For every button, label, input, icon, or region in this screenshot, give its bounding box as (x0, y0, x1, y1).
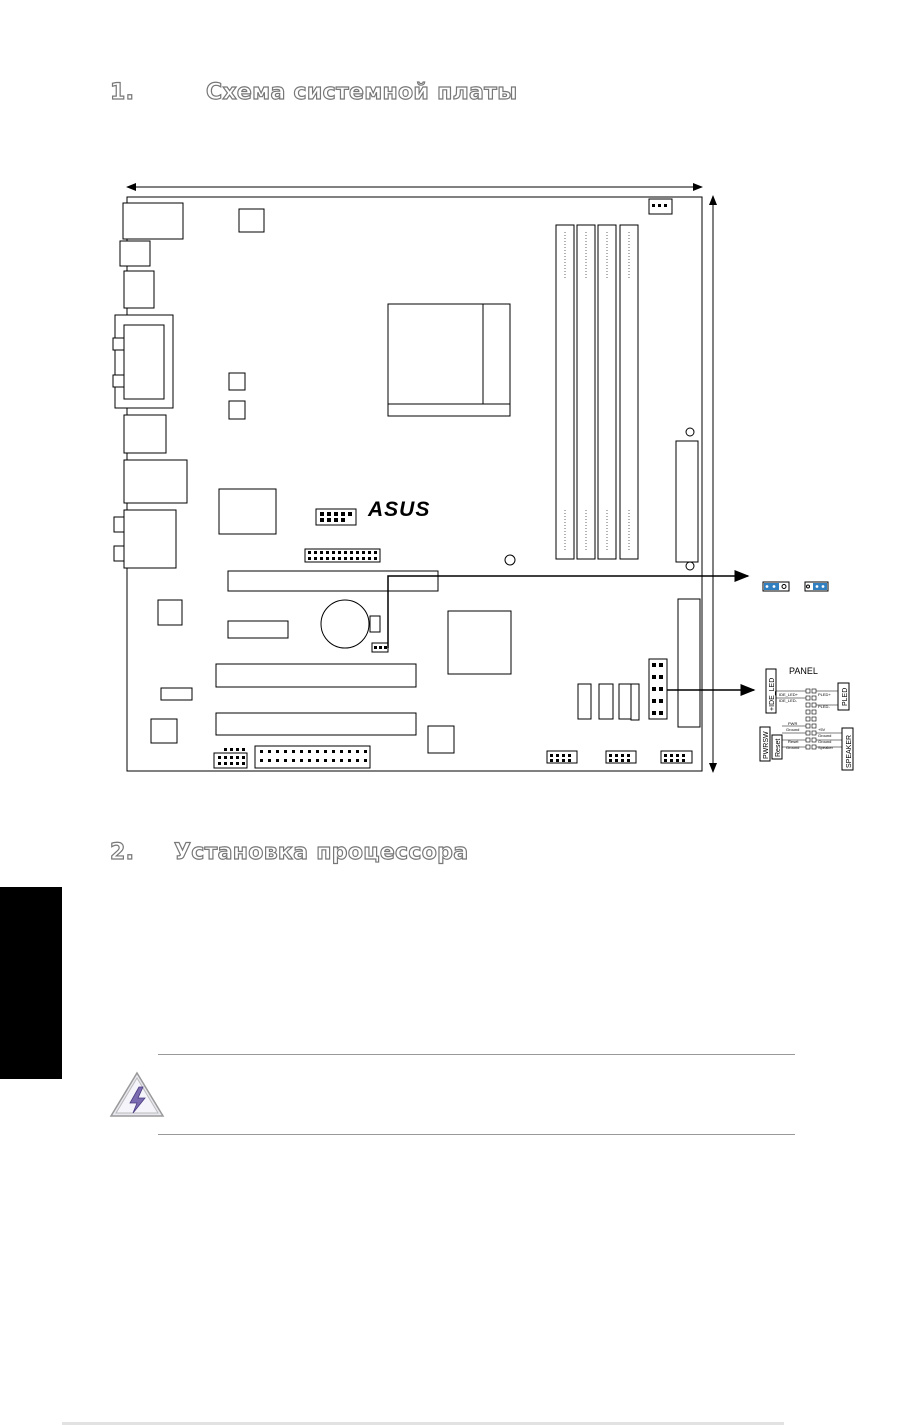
pci-slot-2 (215, 712, 417, 736)
io-lan-port (123, 414, 167, 454)
jumper-header-small (630, 683, 640, 721)
speaker-label-box (841, 727, 854, 771)
io-audio-jacks (123, 509, 177, 569)
section-1-number: 1. (109, 79, 135, 105)
jumper-header-bottom (213, 752, 248, 769)
motherboard-diagram: ASUS PANEL +IDE_LED PLED PWRSW Reset SPE… (112, 183, 854, 773)
warning-top-rule (158, 1054, 795, 1055)
io-usb-lan-stack (123, 459, 188, 504)
pled-label: PLED (842, 688, 849, 706)
svg-text:+5V: +5V (818, 727, 826, 732)
cpu-socket (387, 303, 511, 417)
dimm-slot-b2 (619, 224, 639, 560)
sata-connector-3 (618, 683, 633, 720)
chip-top-left (238, 208, 265, 233)
mounting-hole-3 (685, 561, 695, 571)
cmos-battery (320, 599, 370, 649)
atx-power-connector (675, 440, 699, 563)
chip-left-2 (150, 718, 178, 744)
pcie-x1-slot (227, 620, 289, 639)
section-1-title: Схема системной платы (205, 79, 518, 105)
dimm-slot-b1 (597, 224, 617, 560)
io-small-port (119, 240, 151, 267)
svg-text:PLED-: PLED- (818, 704, 830, 709)
pci-slot-1 (215, 663, 417, 688)
section-2-heading: 2. Установка процессора (109, 839, 468, 870)
svg-text:Ground: Ground (818, 739, 831, 744)
speaker-label: SPEAKER (846, 735, 853, 768)
section-1-heading: 1. Схема системной платы (109, 79, 517, 110)
io-usb-port (123, 270, 155, 309)
ide-connector-right (677, 598, 701, 728)
chip-bottom (427, 725, 455, 754)
section-2-number: 2. (109, 839, 135, 865)
svg-text:Ground: Ground (818, 733, 831, 738)
pled-label-box (837, 682, 850, 711)
pwrsw-label: PWRSW (763, 731, 770, 759)
mounting-hole-2 (685, 427, 695, 437)
language-side-tab (0, 887, 62, 1079)
asus-logo: ASUS (367, 498, 430, 521)
svg-text:PLED+: PLED+ (818, 692, 831, 697)
com-header (315, 508, 357, 526)
svg-text:IDE_LED+: IDE_LED+ (779, 692, 799, 697)
front-panel-header (648, 658, 668, 720)
svg-text:IDE_LED-: IDE_LED- (779, 698, 798, 703)
section-2-title: Установка процессора (173, 839, 469, 865)
svg-text:Reset: Reset (788, 739, 799, 744)
warning-bottom-rule (158, 1134, 795, 1135)
dimm-slot-a2 (576, 224, 596, 560)
panel-label: PANEL (789, 666, 818, 676)
svg-text:Ground: Ground (786, 745, 799, 750)
clrtc-callout-line (387, 570, 750, 648)
ide-led-label: +IDE_LED (769, 678, 776, 711)
io-vga-port (123, 324, 165, 400)
mounting-hole-1 (504, 554, 516, 566)
reset-label: Reset (775, 739, 782, 757)
super-io-chip (218, 488, 277, 535)
svg-text:Ground: Ground (786, 727, 799, 732)
chassis-fan-connector (160, 687, 193, 701)
pwrsw-label-box (759, 726, 771, 762)
svg-text:PWR: PWR (788, 721, 797, 726)
warning-icon (109, 1071, 165, 1117)
chip-left-1 (157, 599, 183, 626)
sata-connector-1 (577, 683, 592, 720)
floppy-connector (254, 745, 371, 769)
io-ps2-port (122, 202, 184, 240)
dimm-slot-a1 (555, 224, 575, 560)
fan-connector-2 (228, 400, 246, 420)
sata-connector-2 (598, 683, 614, 720)
pcie-x16-slot (227, 570, 439, 592)
audio-header (304, 548, 381, 563)
southbridge-chip (447, 610, 512, 675)
svg-text:Speaker: Speaker (818, 745, 834, 750)
panel-pin-grid (805, 688, 817, 750)
fan-connector-1 (228, 372, 246, 391)
